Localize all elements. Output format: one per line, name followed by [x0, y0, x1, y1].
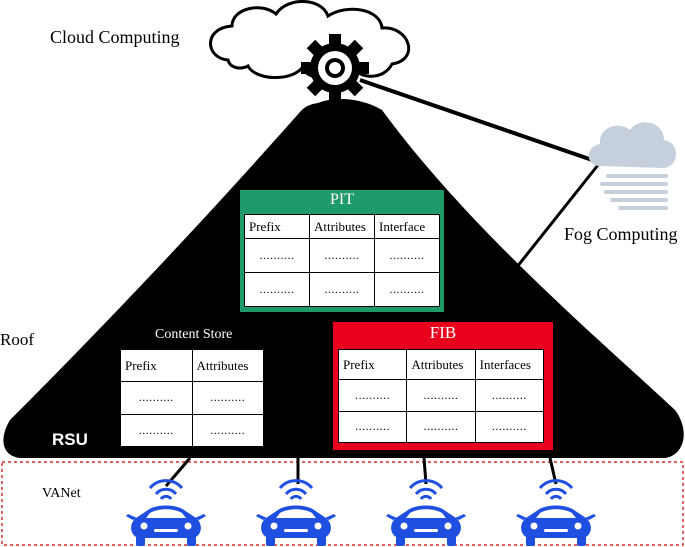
table-cell: .......... — [474, 379, 545, 412]
table-cell: .......... — [244, 238, 310, 273]
pit-header-attributes: Attributes — [309, 214, 375, 239]
table-cell: .......... — [406, 410, 476, 443]
cloud-icon — [209, 0, 411, 80]
wifi-icon — [278, 479, 314, 501]
content-store-header-attributes: Attributes — [191, 349, 264, 382]
fog-rsu-link — [503, 164, 600, 283]
table-cell: .......... — [244, 272, 310, 307]
table-cell: .......... — [474, 410, 545, 443]
table-row: .......... .......... .......... — [244, 272, 440, 307]
table-cell: .......... — [374, 238, 440, 273]
roof-label: Roof — [0, 330, 34, 349]
car-icon — [386, 479, 466, 546]
table-row: .......... .......... — [120, 381, 264, 415]
content-store-title: Content Store — [155, 327, 233, 342]
pit-title: PIT — [330, 191, 354, 208]
car-icon — [126, 479, 206, 546]
table-cell: .......... — [191, 381, 264, 415]
cloud-computing-label: Cloud Computing — [50, 27, 180, 47]
fib-table-frame: FIB Prefix Attributes Interfaces .......… — [333, 322, 553, 450]
table-cell: .......... — [191, 413, 264, 447]
fib-header-attributes: Attributes — [406, 349, 476, 380]
cloud-fog-link — [359, 78, 599, 164]
vanet-label: VANet — [42, 486, 81, 501]
table-cell: .......... — [309, 272, 375, 307]
table-cell: .......... — [374, 272, 440, 307]
car-icon — [256, 479, 336, 546]
fib-header-interfaces: Interfaces — [474, 349, 545, 380]
fib-title: FIB — [429, 323, 457, 342]
rsu-label: RSU — [52, 430, 88, 449]
pit-table-frame: PIT Prefix Attributes Interface ........… — [240, 190, 444, 312]
car-icon — [516, 479, 596, 546]
content-store-header-prefix: Prefix — [120, 349, 193, 382]
vanet-region — [1, 461, 684, 546]
fog-computing-label: Fog Computing — [564, 224, 678, 244]
pit-table: Prefix Attributes Interface .......... .… — [244, 214, 440, 307]
pit-header-prefix: Prefix — [244, 214, 310, 239]
table-cell: .......... — [120, 381, 193, 415]
fib-table: Prefix Attributes Interfaces .......... … — [337, 349, 545, 443]
fib-header-prefix: Prefix — [337, 349, 408, 380]
fog-cloud-icon — [588, 122, 676, 210]
table-cell: .......... — [406, 379, 476, 412]
wifi-icon — [148, 479, 184, 501]
table-cell: .......... — [120, 413, 193, 447]
table-cell: .......... — [337, 379, 408, 412]
table-row: .......... .......... — [120, 413, 264, 447]
content-store-table: Prefix Attributes .......... .......... … — [120, 349, 264, 447]
table-row: .......... .......... .......... — [244, 238, 440, 273]
gear-icon — [301, 34, 369, 102]
table-row: .......... .......... .......... — [337, 379, 545, 412]
table-row: .......... .......... .......... — [337, 410, 545, 443]
table-cell: .......... — [337, 410, 408, 443]
table-cell: .......... — [309, 238, 375, 273]
pit-header-interface: Interface — [374, 214, 440, 239]
